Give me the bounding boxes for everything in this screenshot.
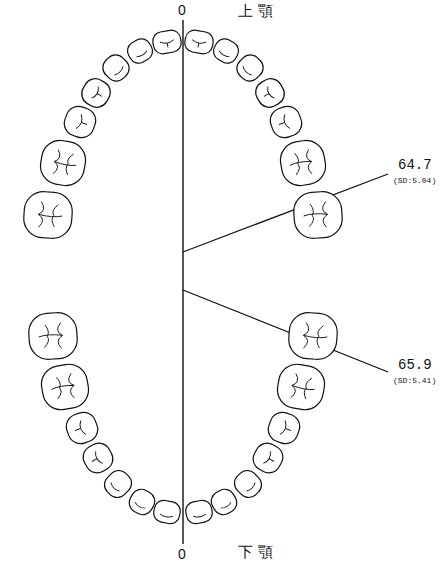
tooth [249, 439, 287, 477]
tooth-outline [183, 29, 214, 56]
tooth-fissure [261, 86, 275, 102]
tooth-fissure [263, 451, 277, 467]
tooth-outline [292, 190, 343, 239]
tooth-fissure [242, 66, 252, 76]
tooth-fissure [160, 40, 175, 49]
tooth-outline [278, 138, 329, 189]
tooth [152, 499, 181, 525]
tooth-fissure [76, 114, 90, 131]
lower-angle-line [183, 290, 388, 372]
tooth-fissure [218, 51, 229, 58]
tooth-outline [124, 35, 156, 66]
tooth-outline [63, 409, 101, 447]
tooth-fissure [221, 502, 232, 510]
tooth [265, 409, 303, 447]
tooth-fissure [276, 114, 290, 131]
tooth [287, 311, 338, 360]
tooth [275, 361, 328, 412]
tooth-fissure [191, 40, 206, 49]
tooth-fissure [38, 322, 64, 349]
tooth [100, 466, 135, 501]
tooth-fissure [88, 451, 102, 467]
jaw-label: 上 顎 [238, 4, 273, 19]
tooth [183, 29, 214, 56]
tooth [233, 51, 268, 86]
tooth-outline [249, 439, 287, 477]
tooth-outline [208, 486, 241, 519]
tooth-fissure [303, 201, 329, 228]
tooth [78, 75, 115, 112]
tooth-outline [210, 35, 242, 66]
upper-angle-line [183, 174, 388, 252]
tooth-fissure [52, 149, 78, 177]
tooth-fissure [288, 149, 314, 177]
tooth [38, 138, 89, 189]
tooth-fissure [72, 420, 86, 437]
tooth-outline [99, 51, 134, 86]
tooth [27, 311, 78, 360]
tooth [61, 103, 99, 141]
tooth-fissure [247, 483, 257, 493]
tooth-outline [267, 103, 305, 141]
tooth-fissure [114, 66, 124, 76]
tooth-outline [265, 409, 303, 447]
tooth [79, 439, 117, 477]
tooth [278, 138, 329, 189]
tooth [292, 190, 343, 239]
tooth-outline [79, 439, 117, 477]
standard-deviation: (SD:5.04) [393, 177, 436, 185]
tooth-outline [252, 75, 289, 112]
tooth-outline [287, 311, 338, 360]
angle-value: 64.7 [398, 158, 432, 172]
tooth [267, 103, 305, 141]
tooth-fissure [110, 483, 120, 493]
tooth [22, 190, 73, 239]
tooth-outline [27, 311, 78, 360]
tooth [63, 409, 101, 447]
tooth-outline [233, 51, 268, 86]
tooth-fissure [38, 201, 64, 228]
tooth-fissure [134, 502, 145, 510]
tooth-outline [38, 138, 89, 189]
tooth [252, 75, 289, 112]
tooth [126, 486, 159, 519]
tooth-fissure [280, 420, 294, 437]
tooth-outline [126, 486, 159, 519]
tooth-outline [78, 75, 115, 112]
tooth-fissure [91, 86, 105, 102]
tooth-outline [184, 499, 213, 525]
tooth-outline [39, 361, 92, 412]
tooth-outline [22, 190, 73, 239]
tooth [230, 466, 265, 501]
axis-zero: 0 [178, 3, 186, 17]
tooth-fissure [290, 373, 317, 401]
tooth-outline [151, 29, 182, 56]
tooth-fissure [303, 322, 329, 349]
tooth-outline [230, 466, 265, 501]
tooth [39, 361, 92, 412]
tooth-fissure [193, 514, 206, 518]
tooth [210, 35, 242, 66]
jaw-label: 下 顎 [238, 545, 273, 560]
tooth-outline [100, 466, 135, 501]
axis-zero: 0 [178, 547, 186, 561]
tooth [99, 51, 134, 86]
standard-deviation: (SD:5.41) [393, 377, 436, 385]
angle-value: 65.9 [398, 358, 432, 372]
tooth-fissure [136, 51, 147, 58]
tooth [151, 29, 182, 56]
tooth-fissure [49, 373, 76, 401]
tooth-outline [61, 103, 99, 141]
tooth-outline [152, 499, 181, 525]
tooth [124, 35, 156, 66]
tooth-fissure [160, 514, 173, 518]
tooth-outline [275, 361, 328, 412]
tooth [184, 499, 213, 525]
midline [182, 20, 183, 544]
tooth [208, 486, 241, 519]
